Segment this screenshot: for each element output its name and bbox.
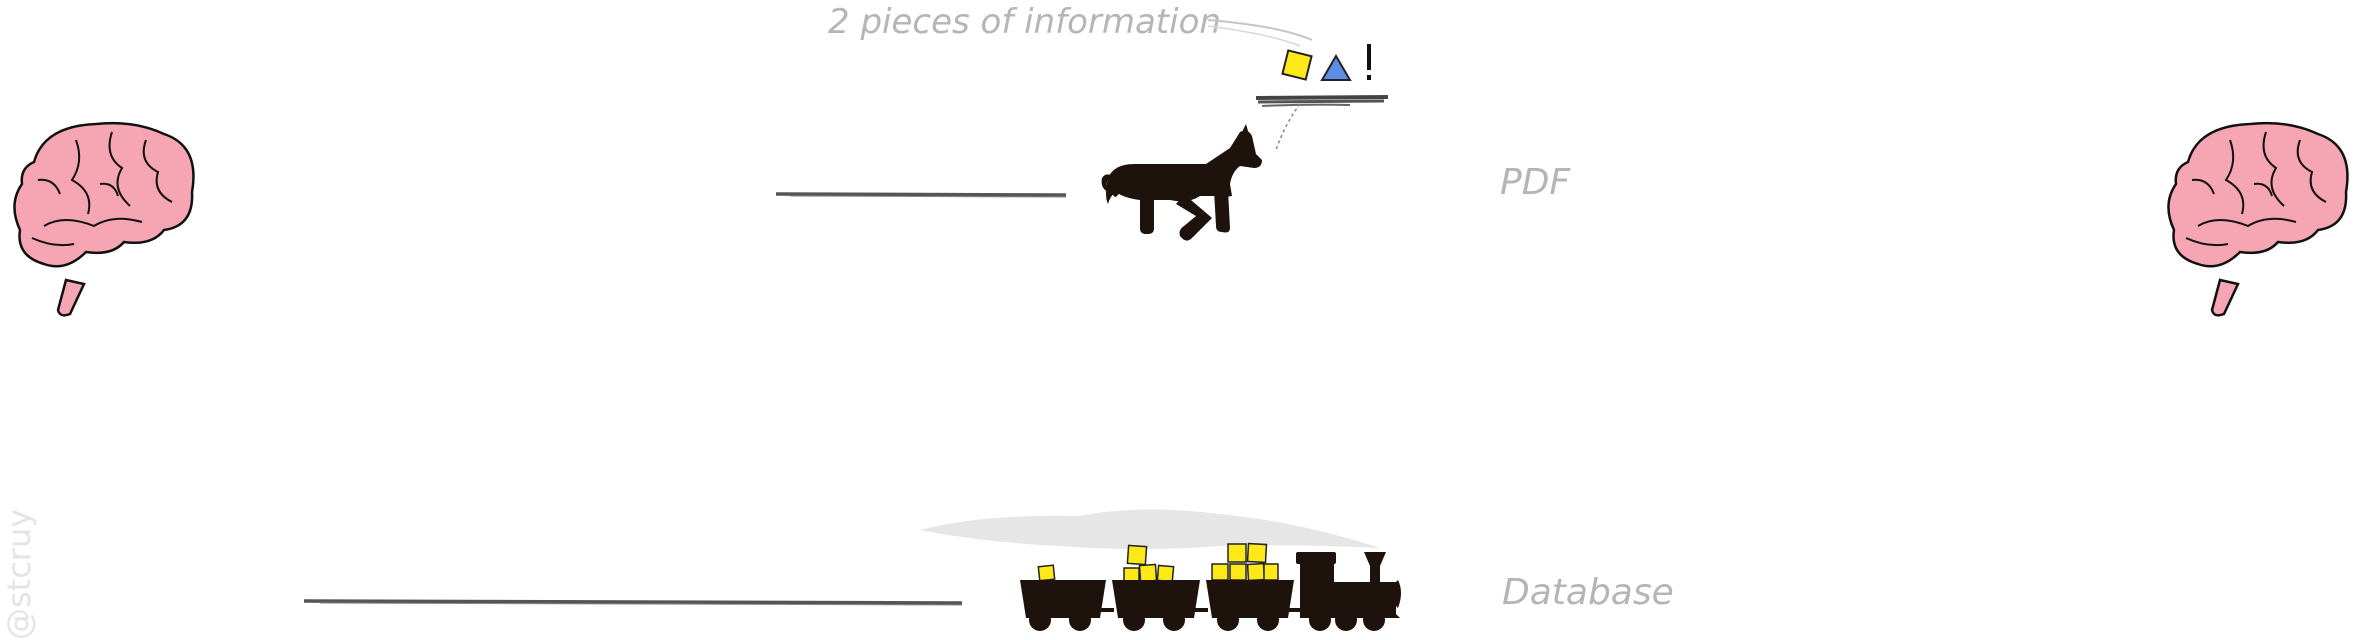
pdf-label: PDF	[1500, 162, 1571, 203]
right-brain-icon	[2167, 121, 2349, 317]
info-label: 2 pieces of information	[828, 2, 1221, 42]
left-brain-icon	[13, 121, 195, 317]
watermark-text: @stcruy	[0, 509, 38, 640]
triangle-icon	[1320, 54, 1352, 81]
database-label: Database	[1502, 572, 1674, 613]
tray	[1255, 95, 1389, 151]
info-pointer-line-2	[1207, 25, 1301, 47]
train-wagon-1	[1020, 564, 1106, 631]
database-route-line	[303, 599, 963, 605]
exclamation-icon	[1367, 44, 1371, 80]
square-icon	[1281, 49, 1313, 81]
horse-icon	[1101, 124, 1262, 241]
train-wagon-3	[1206, 542, 1294, 631]
pdf-route-line	[775, 192, 1067, 197]
info-pointer-line	[1207, 19, 1313, 41]
train-locomotive	[1296, 552, 1401, 631]
train-wagon-2	[1112, 544, 1200, 631]
smoke-cloud	[920, 509, 1380, 549]
train-icon	[1020, 542, 1401, 631]
